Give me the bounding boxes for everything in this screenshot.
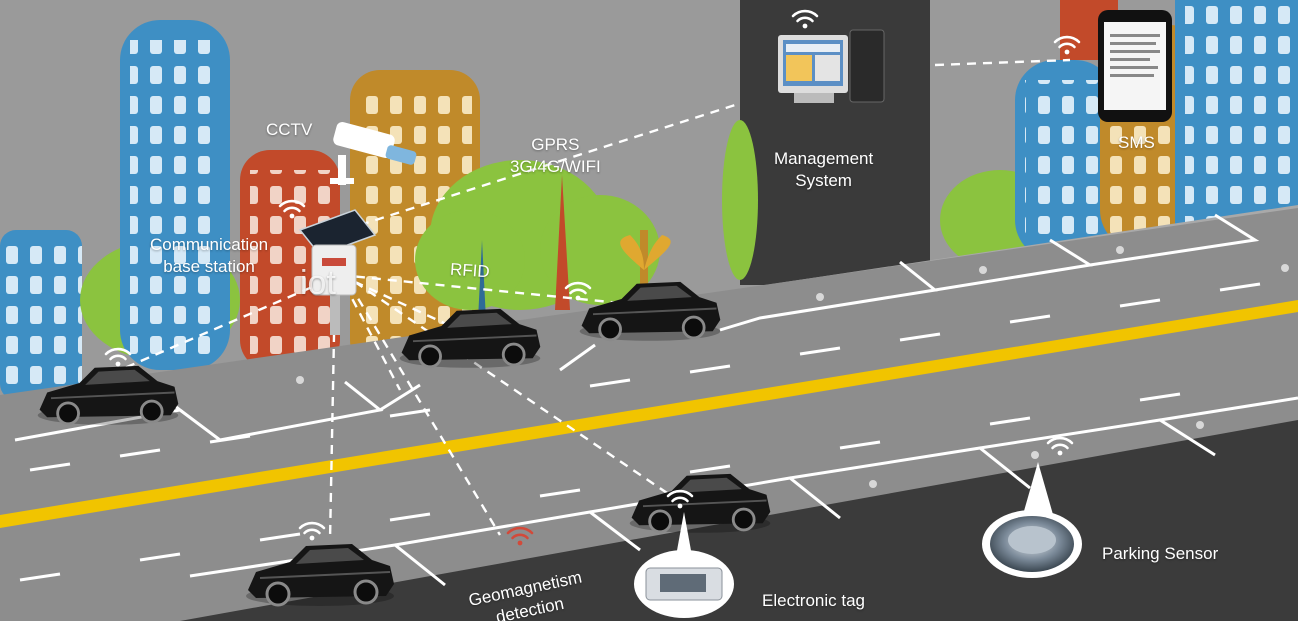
smartphone-icon	[1098, 10, 1172, 122]
desktop-computer-icon	[778, 29, 885, 103]
parking-sensor-icon	[982, 462, 1082, 578]
electronic-tag-label: Electronic tag	[762, 591, 865, 610]
sms-label: SMS	[1118, 133, 1155, 152]
rfid-label: RFID	[449, 259, 491, 282]
gprs-label: GPRS 3G/4G/WIFI	[510, 135, 601, 176]
center-line	[0, 300, 1298, 528]
cctv-camera-icon	[330, 121, 417, 185]
parking-sensor-label: Parking Sensor	[1102, 544, 1219, 563]
sensor-dots	[296, 246, 1289, 488]
iot-label: iot	[300, 264, 336, 302]
panel-tree	[722, 120, 758, 280]
wireless-links	[119, 58, 1071, 541]
cctv-label: CCTV	[266, 120, 313, 139]
communication-base-station-label: Communication base station	[150, 235, 269, 276]
lane-dashes	[19, 282, 1261, 582]
solar-base-station-icon	[298, 209, 377, 335]
electronic-tag-icon	[634, 512, 734, 618]
city-skyline-right	[940, 0, 1298, 270]
management-system-label: Management System	[774, 149, 874, 190]
city-skyline-left	[0, 20, 671, 400]
